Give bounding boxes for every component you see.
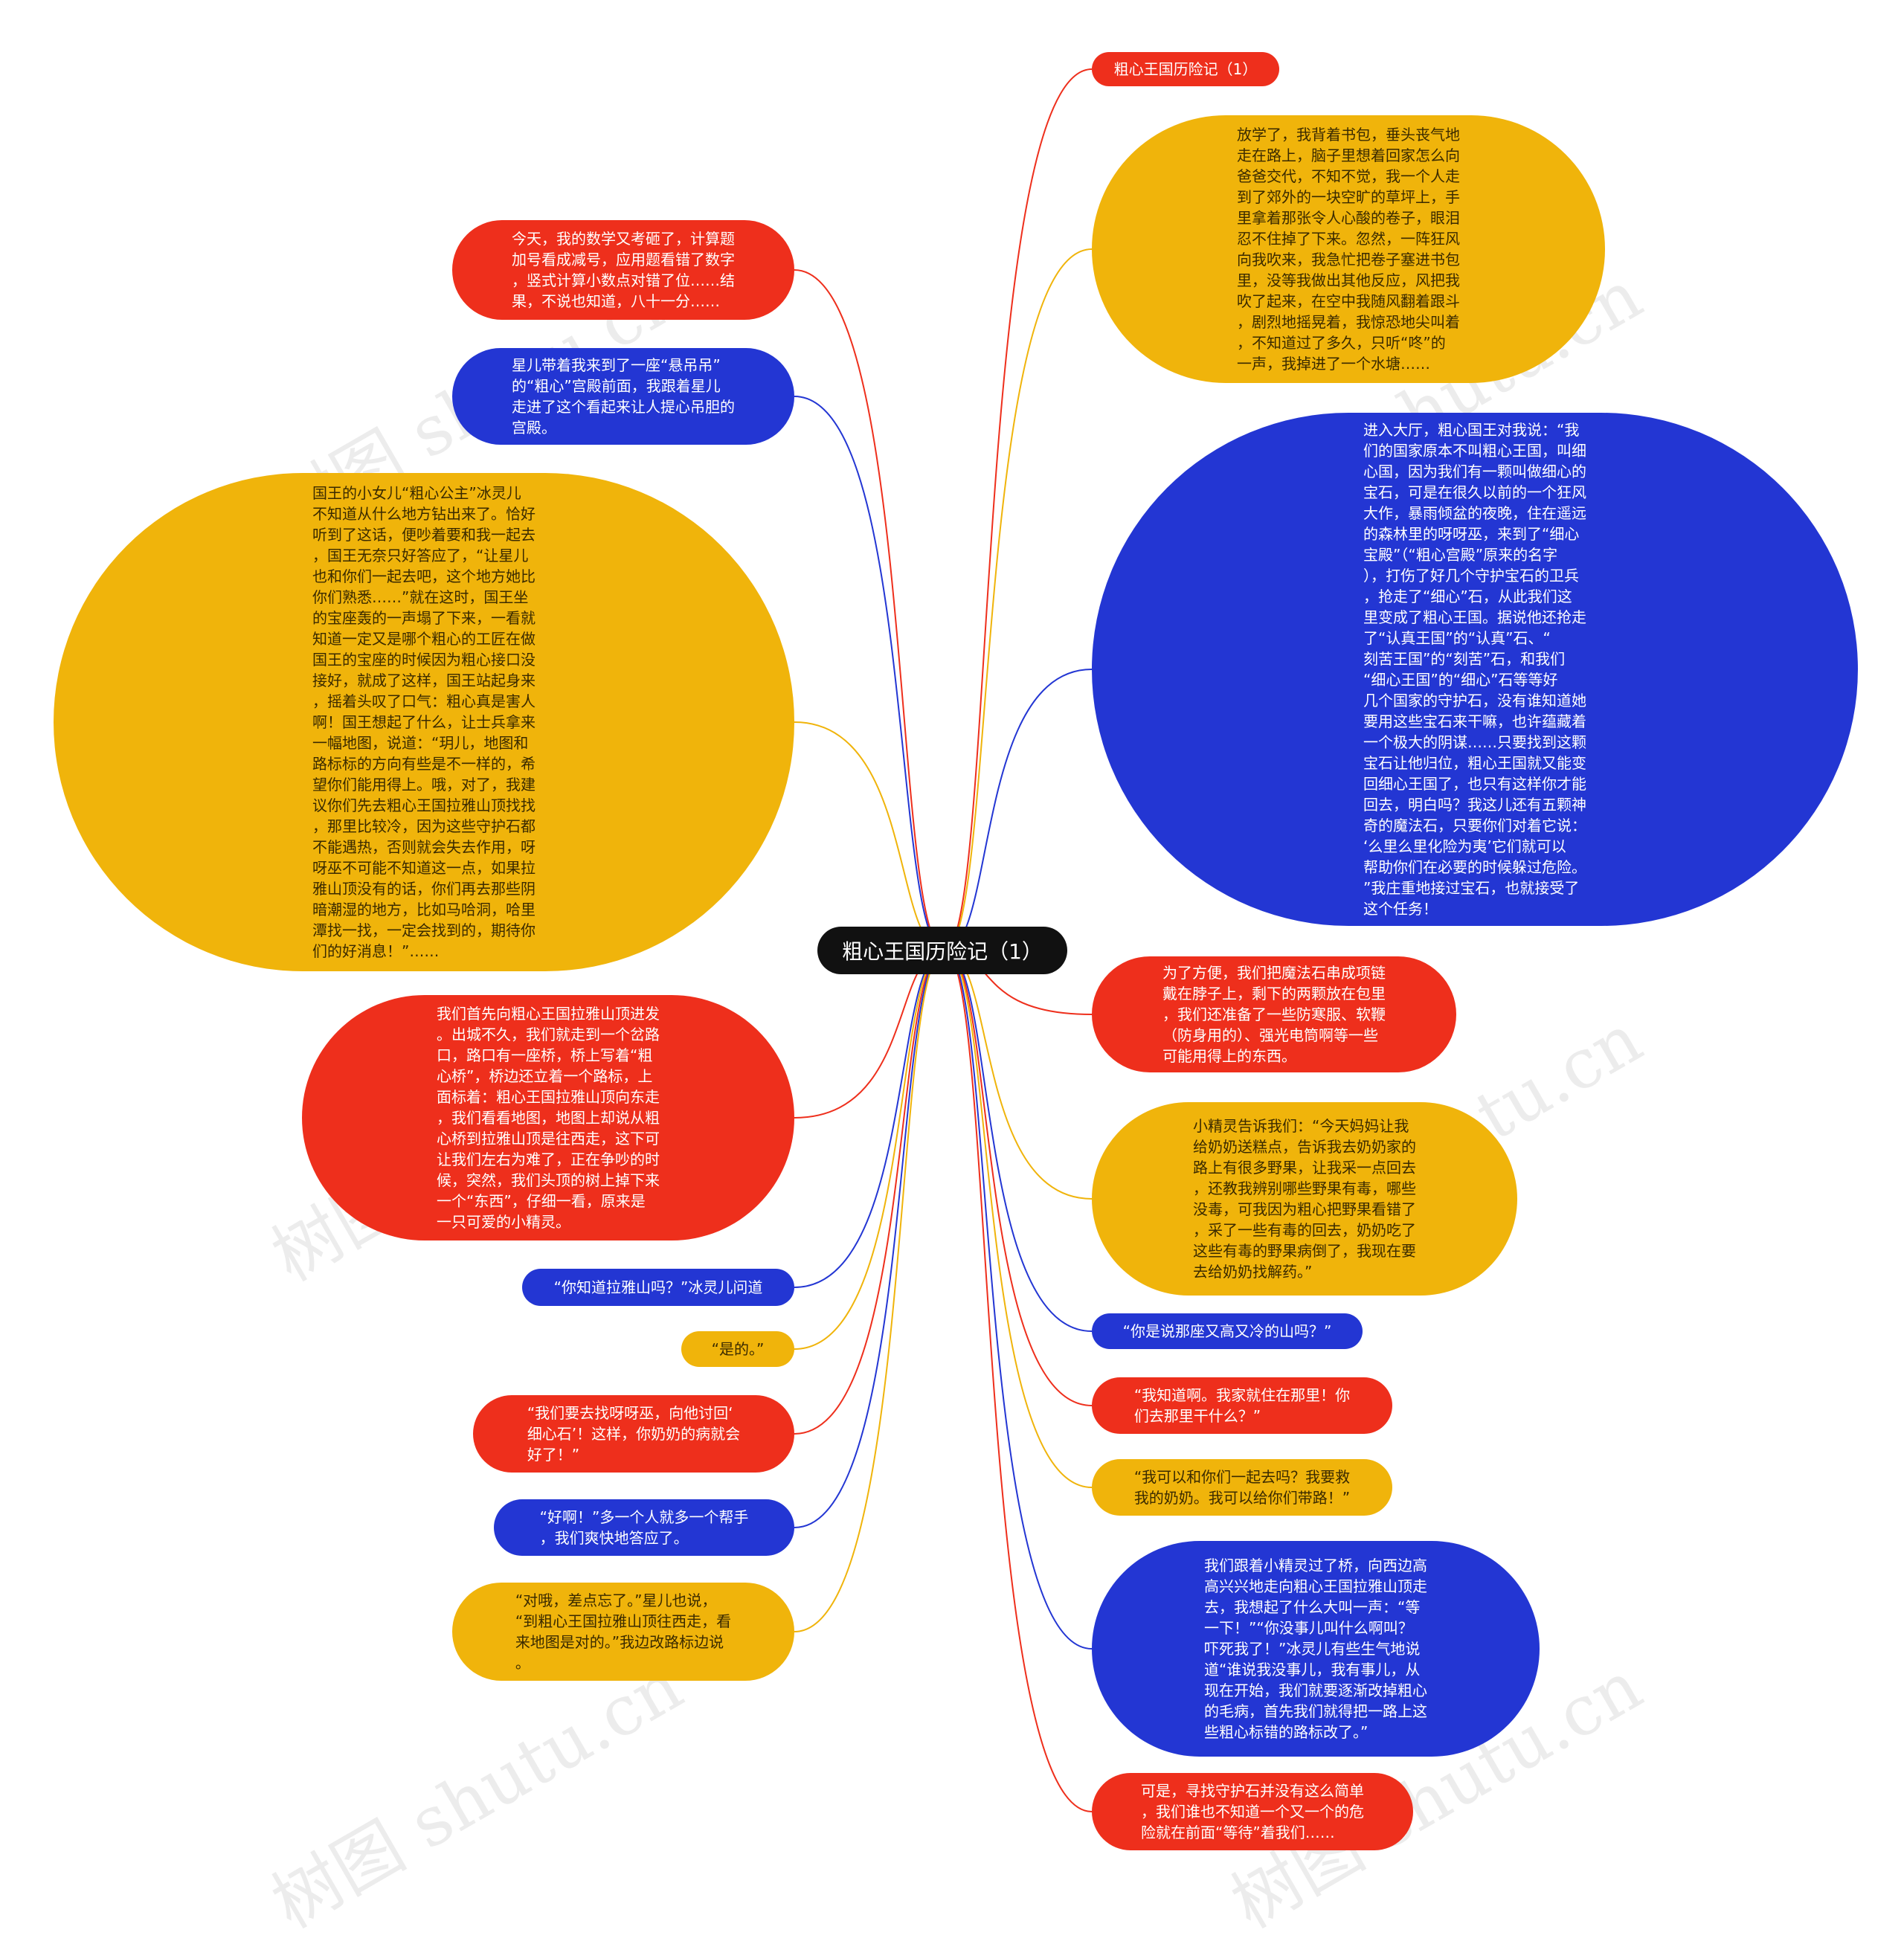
topic-node-l1[interactable]: 今天，我的数学又考砸了，计算题 加号看成减号，应用题看错了数字 ，竖式计算小数点… xyxy=(452,220,794,320)
topic-node-r10[interactable]: 可是，寻找守护石并没有这么简单 ，我们谁也不知道一个又一个的危 险就在前面“等待… xyxy=(1092,1773,1413,1850)
connector-l2 xyxy=(794,396,945,951)
topic-node-r1[interactable]: 粗心王国历险记（1） xyxy=(1092,52,1279,86)
topic-node-r6[interactable]: “你是说那座又高又冷的山吗？” xyxy=(1092,1313,1363,1349)
topic-text: “你是说那座又高又冷的山吗？” xyxy=(1122,1322,1332,1340)
connector-l1 xyxy=(794,269,945,951)
topic-node-l5[interactable]: “你知道拉雅山吗？”冰灵儿问道 xyxy=(522,1269,794,1306)
topic-text: 我们首先向粗心王国拉雅山顶进发 。出城不久，我们就走到一个岔路 口，路口有一座桥… xyxy=(437,1005,660,1231)
connector-r7 xyxy=(944,950,1093,1406)
topic-text: 小精灵告诉我们：“今天妈妈让我 给奶奶送糕点，告诉我去奶奶家的 路上有很多野果，… xyxy=(1193,1117,1416,1281)
topic-node-r7[interactable]: “我知道啊。我家就住在那里！你 们去那里干什么？” xyxy=(1092,1377,1392,1434)
topic-node-l6[interactable]: “是的。” xyxy=(681,1331,794,1367)
topic-text: “我可以和你们一起去吗？我要救 我的奶奶。我可以给你们带路！” xyxy=(1133,1468,1351,1507)
connector-l4 xyxy=(794,950,945,1119)
root-topic-label: 粗心王国历险记（1） xyxy=(842,939,1043,964)
topic-node-l2[interactable]: 星儿带着我来到了一座“悬吊吊” 的“粗心”宫殿前面，我跟着星儿 走进了这个看起来… xyxy=(452,348,794,445)
topic-text: “我们要去找呀呀巫，向他讨回‘ 细心石’！这样，你奶奶的病就会 好了！” xyxy=(527,1404,741,1464)
topic-text: 星儿带着我来到了一座“悬吊吊” 的“粗心”宫殿前面，我跟着星儿 走进了这个看起来… xyxy=(512,356,735,437)
connector-l3 xyxy=(794,721,945,951)
topic-text: 我们跟着小精灵过了桥，向西边高 高兴兴地走向粗心王国拉雅山顶走 去，我想起了什么… xyxy=(1204,1557,1427,1741)
connector-r1 xyxy=(944,68,1093,951)
connector-r8 xyxy=(944,950,1093,1488)
topic-text: 可是，寻找守护石并没有这么简单 ，我们谁也不知道一个又一个的危 险就在前面“等待… xyxy=(1141,1782,1364,1841)
topic-text: “你知道拉雅山吗？”冰灵儿问道 xyxy=(553,1278,763,1296)
topic-text: 进入大厅，粗心国王对我说：“我 们的国家原本不叫粗心王国，叫细 心国，因为我们有… xyxy=(1363,421,1586,918)
topic-node-l3[interactable]: 国王的小女儿“粗心公主”冰灵儿 不知道从什么地方钻出来了。恰好 听到了这话，便吵… xyxy=(54,473,794,971)
connector-r3 xyxy=(944,669,1093,951)
root-topic[interactable]: 粗心王国历险记（1） xyxy=(817,927,1067,974)
topic-node-r3[interactable]: 进入大厅，粗心国王对我说：“我 们的国家原本不叫粗心王国，叫细 心国，因为我们有… xyxy=(1092,413,1858,926)
topic-text: “好啊！”多一个人就多一个帮手 ，我们爽快地答应了。 xyxy=(539,1508,749,1547)
topic-text: 国王的小女儿“粗心公主”冰灵儿 不知道从什么地方钻出来了。恰好 听到了这话，便吵… xyxy=(312,484,536,960)
topic-node-l9[interactable]: “对哦，差点忘了。”星儿也说， “到粗心王国拉雅山顶往西走，看 来地图是对的。”… xyxy=(452,1583,794,1681)
topic-node-r4[interactable]: 为了方便，我们把魔法石串成项链 戴在脖子上，剩下的两颗放在包里 ，我们还准备了一… xyxy=(1092,956,1456,1072)
topic-node-l7[interactable]: “我们要去找呀呀巫，向他讨回‘ 细心石’！这样，你奶奶的病就会 好了！” xyxy=(473,1395,794,1473)
connector-r10 xyxy=(944,950,1093,1812)
topic-node-r2[interactable]: 放学了，我背着书包，垂头丧气地 走在路上，脑子里想着回家怎么向 爸爸交代，不知不… xyxy=(1092,115,1605,383)
topic-text: “对哦，差点忘了。”星儿也说， “到粗心王国拉雅山顶往西走，看 来地图是对的。”… xyxy=(515,1592,732,1672)
connector-l7 xyxy=(794,950,945,1435)
topic-text: 为了方便，我们把魔法石串成项链 戴在脖子上，剩下的两颗放在包里 ，我们还准备了一… xyxy=(1162,964,1386,1065)
topic-node-l8[interactable]: “好啊！”多一个人就多一个帮手 ，我们爽快地答应了。 xyxy=(494,1499,794,1556)
connector-r9 xyxy=(944,950,1093,1650)
topic-text: “我知道啊。我家就住在那里！你 们去那里干什么？” xyxy=(1133,1386,1351,1425)
topic-node-l4[interactable]: 我们首先向粗心王国拉雅山顶进发 。出城不久，我们就走到一个岔路 口，路口有一座桥… xyxy=(302,995,794,1240)
topic-text: 今天，我的数学又考砸了，计算题 加号看成减号，应用题看错了数字 ，竖式计算小数点… xyxy=(512,230,735,310)
connector-l9 xyxy=(794,950,945,1632)
topic-node-r5[interactable]: 小精灵告诉我们：“今天妈妈让我 给奶奶送糕点，告诉我去奶奶家的 路上有很多野果，… xyxy=(1092,1102,1517,1296)
connector-l8 xyxy=(794,950,945,1528)
topic-node-r8[interactable]: “我可以和你们一起去吗？我要救 我的奶奶。我可以给你们带路！” xyxy=(1092,1459,1392,1516)
connector-r2 xyxy=(944,248,1093,951)
topic-text: “是的。” xyxy=(711,1340,765,1358)
topic-node-r9[interactable]: 我们跟着小精灵过了桥，向西边高 高兴兴地走向粗心王国拉雅山顶走 去，我想起了什么… xyxy=(1092,1541,1540,1757)
topic-text: 放学了，我背着书包，垂头丧气地 走在路上，脑子里想着回家怎么向 爸爸交代，不知不… xyxy=(1237,126,1460,373)
topic-text: 粗心王国历险记（1） xyxy=(1113,60,1258,78)
